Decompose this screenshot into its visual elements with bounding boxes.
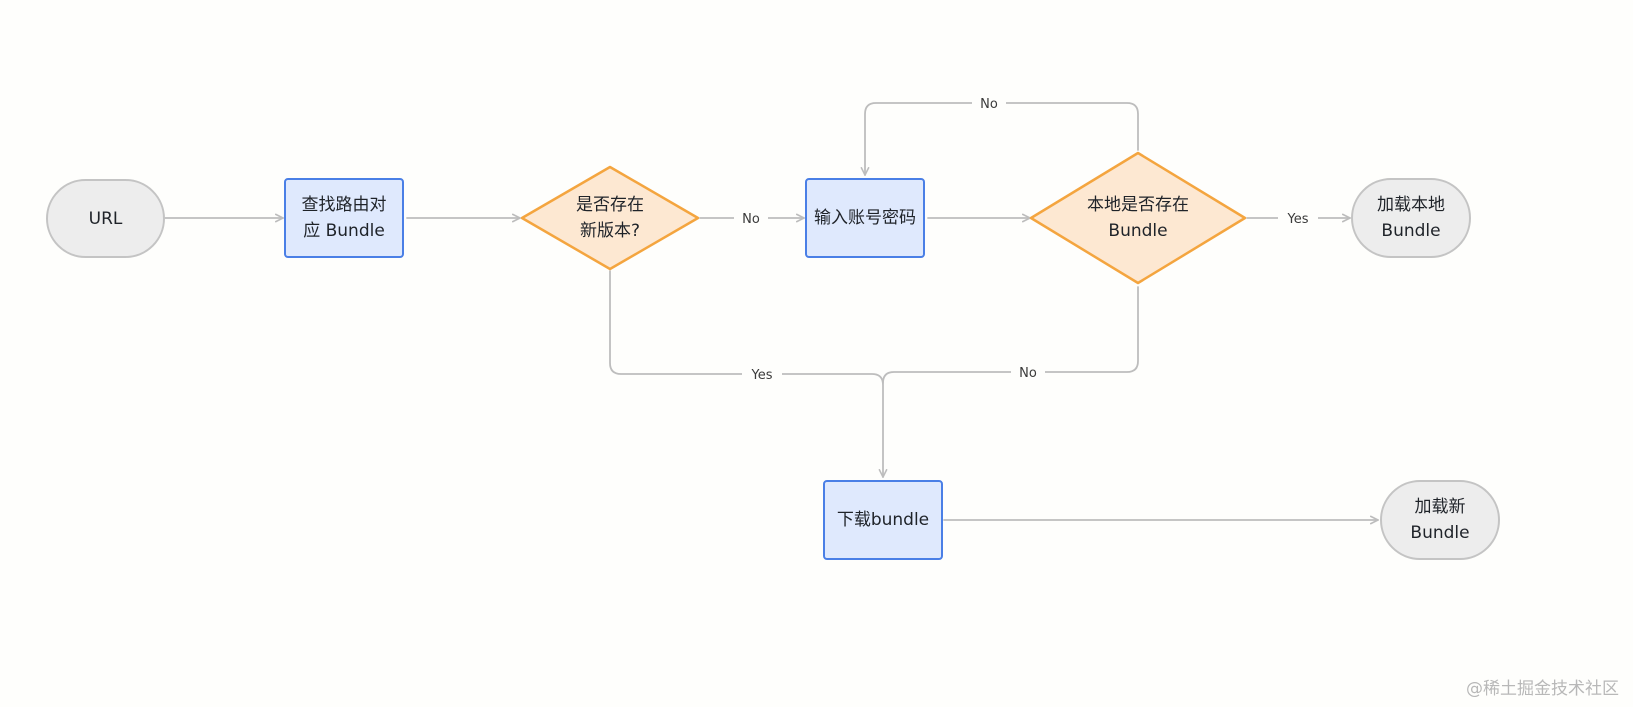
decision-local-bundle-line2: Bundle: [1108, 221, 1168, 241]
decision-local-bundle: [1029, 151, 1247, 285]
edge-label-new-version-yes: Yes: [751, 368, 773, 383]
edge-local-bundle-no-to-download: [882, 286, 1139, 384]
terminal-url: URL: [46, 179, 165, 258]
decision-local-bundle-line1: 本地是否存在: [1087, 195, 1189, 215]
decision-new-version-label: 是否存在 新版本?: [545, 188, 675, 248]
terminal-load-local-bundle: 加载本地 Bundle: [1351, 178, 1471, 258]
decision-new-version: [520, 165, 700, 271]
terminal-load-local-line2: Bundle: [1381, 221, 1441, 241]
decision-new-version-line2: 新版本?: [579, 221, 641, 241]
process-lookup-route-line1: 查找路由对: [301, 195, 387, 215]
process-input-credentials-label: 输入账号密码: [814, 208, 916, 228]
watermark: @稀土掘金技术社区: [1466, 679, 1619, 699]
process-lookup-route-line2: 应 Bundle: [303, 221, 385, 241]
terminal-load-local-line1: 加载本地: [1377, 195, 1445, 215]
edge-local-bundle-no-back-to-input: [860, 102, 1139, 176]
process-download-bundle-label: 下载bundle: [836, 510, 930, 530]
edge-label-local-no-bottom: No: [1019, 366, 1037, 381]
terminal-url-label: URL: [88, 208, 123, 229]
terminal-load-new-bundle: 加载新 Bundle: [1380, 480, 1500, 560]
edge-label-local-no-top: No: [980, 97, 998, 112]
decision-new-version-line1: 是否存在: [576, 195, 644, 215]
process-download-bundle: 下载bundle: [823, 480, 943, 560]
terminal-load-new-line2: Bundle: [1410, 523, 1470, 543]
process-input-credentials: 输入账号密码: [805, 178, 925, 258]
terminal-load-new-line1: 加载新: [1414, 497, 1466, 517]
process-lookup-route: 查找路由对 应 Bundle: [284, 178, 404, 258]
edge-label-new-version-no: No: [742, 212, 760, 227]
decision-local-bundle-label: 本地是否存在 Bundle: [1063, 188, 1213, 248]
edge-label-local-yes: Yes: [1287, 212, 1309, 227]
